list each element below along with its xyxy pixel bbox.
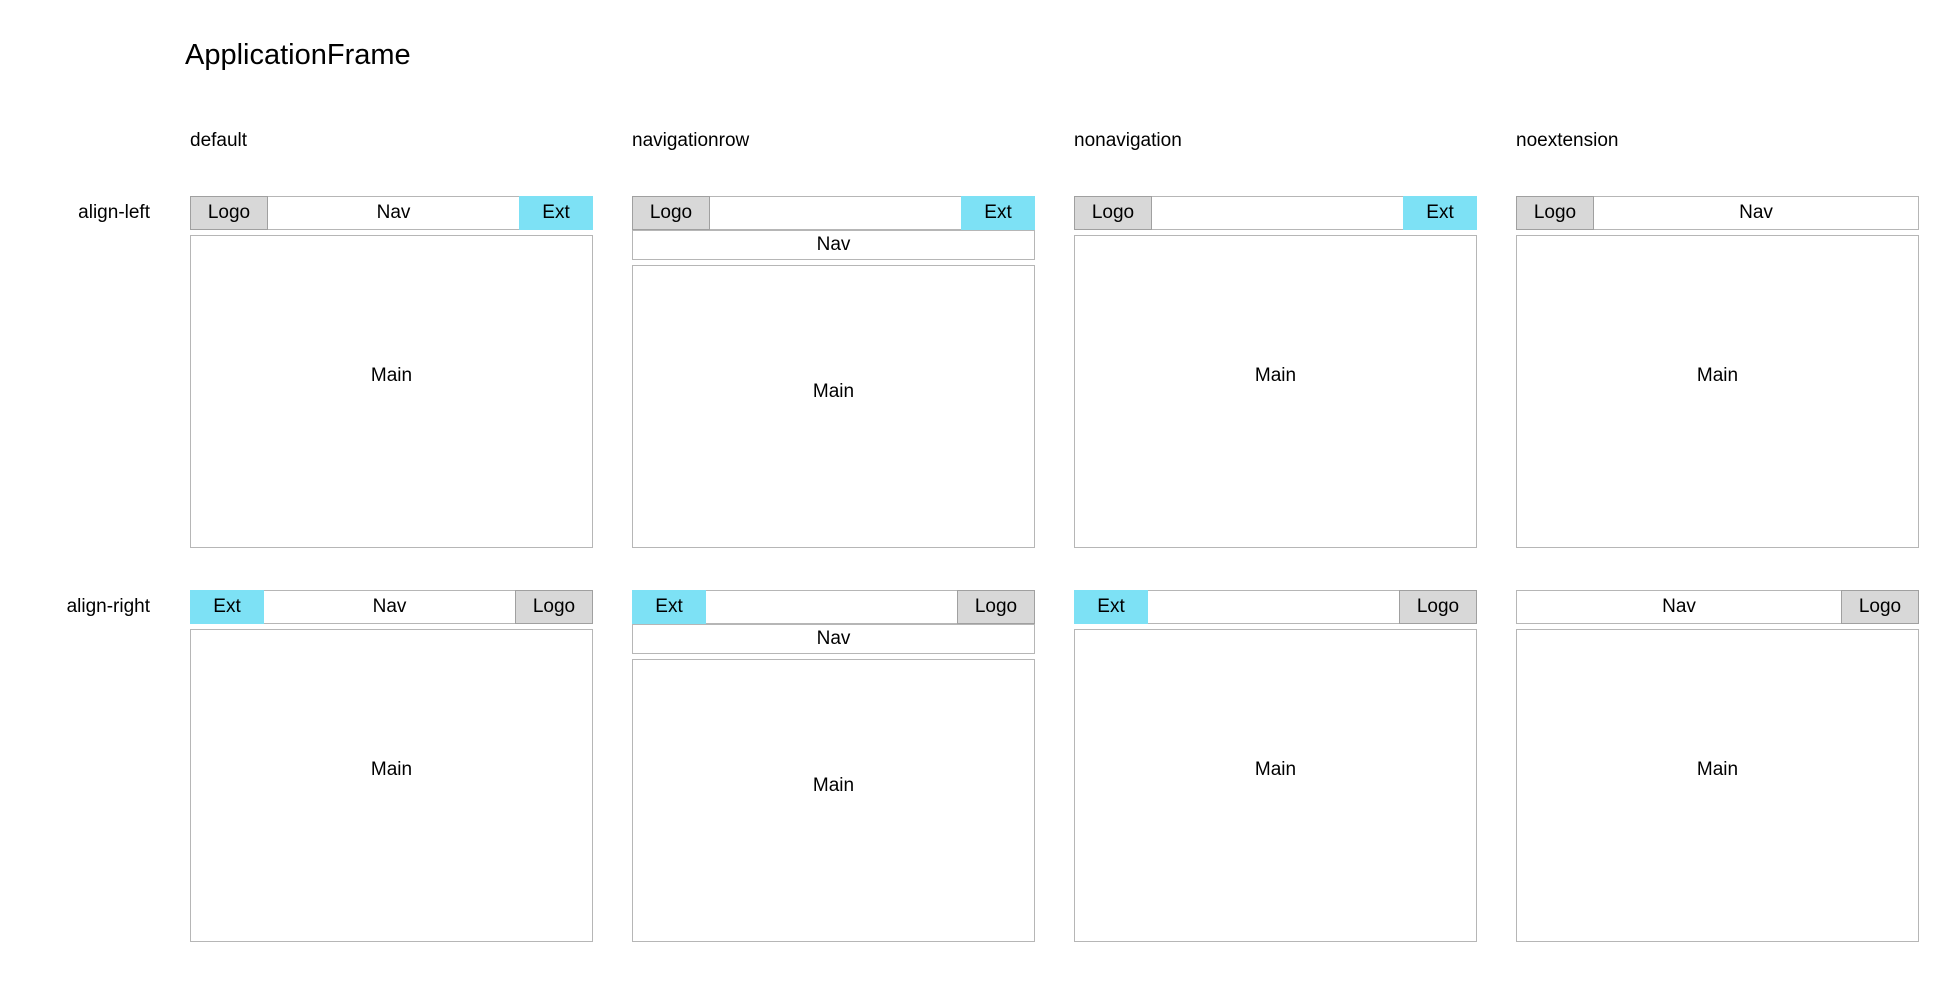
nav-area-empty [709,196,962,230]
extension-area: Ext [1403,196,1477,230]
header-bar: Logo Ext [632,196,1035,230]
extension-area: Ext [519,196,593,230]
nav-area: Nav [267,196,520,230]
header-bar: Logo Nav [1516,196,1919,230]
extension-area: Ext [632,590,706,624]
nav-area: Nav [1593,196,1919,230]
logo-area: Logo [957,590,1035,624]
frame-nonavigation-align-right: Ext Logo Main [1074,590,1477,942]
column-label-nonavigation: nonavigation [1074,130,1182,151]
navigation-row: Nav [632,624,1035,654]
main-area: Main [1074,629,1477,942]
nav-area-empty [1147,590,1400,624]
column-label-default: default [190,130,248,151]
main-label: Main [1254,758,1297,780]
logo-area: Logo [1074,196,1152,230]
frame-noextension-align-left: Logo Nav Main [1516,196,1919,548]
main-area: Main [1516,235,1919,548]
main-label: Main [370,758,413,780]
main-area: Main [1516,629,1919,942]
navigation-row: Nav [632,230,1035,260]
logo-area: Logo [1841,590,1919,624]
nav-area: Nav [1516,590,1842,624]
main-label: Main [1696,364,1739,386]
main-area: Main [632,265,1035,548]
frame-default-align-left: Logo Nav Ext Main [190,196,593,548]
row-label-align-left: align-left [78,202,150,223]
logo-area: Logo [515,590,593,624]
main-area: Main [190,235,593,548]
header-bar: Nav Logo [1516,590,1919,624]
nav-area-empty [705,590,958,624]
main-label: Main [812,381,855,403]
nav-area: Nav [263,590,516,624]
main-label: Main [1696,758,1739,780]
logo-area: Logo [190,196,268,230]
page-title: ApplicationFrame [185,39,411,71]
header-bar: Ext Nav Logo [190,590,593,624]
header-bar: Logo Ext [1074,196,1477,230]
frame-noextension-align-right: Nav Logo Main [1516,590,1919,942]
extension-area: Ext [1074,590,1148,624]
frame-navigationrow-align-right: Ext Logo Nav Main [632,590,1035,942]
main-label: Main [1254,364,1297,386]
row-label-align-right: align-right [66,596,150,617]
column-label-noextension: noextension [1516,130,1619,151]
nav-area-empty [1151,196,1404,230]
logo-area: Logo [1399,590,1477,624]
header-bar: Ext Logo [632,590,1035,624]
main-area: Main [632,659,1035,942]
frame-nonavigation-align-left: Logo Ext Main [1074,196,1477,548]
extension-area: Ext [190,590,264,624]
logo-area: Logo [1516,196,1594,230]
frame-navigationrow-align-left: Logo Ext Nav Main [632,196,1035,548]
header-bar: Logo Nav Ext [190,196,593,230]
main-label: Main [370,364,413,386]
extension-area: Ext [961,196,1035,230]
header-bar: Ext Logo [1074,590,1477,624]
main-area: Main [190,629,593,942]
column-label-navigationrow: navigationrow [632,130,750,151]
frame-default-align-right: Ext Nav Logo Main [190,590,593,942]
logo-area: Logo [632,196,710,230]
main-label: Main [812,775,855,797]
main-area: Main [1074,235,1477,548]
